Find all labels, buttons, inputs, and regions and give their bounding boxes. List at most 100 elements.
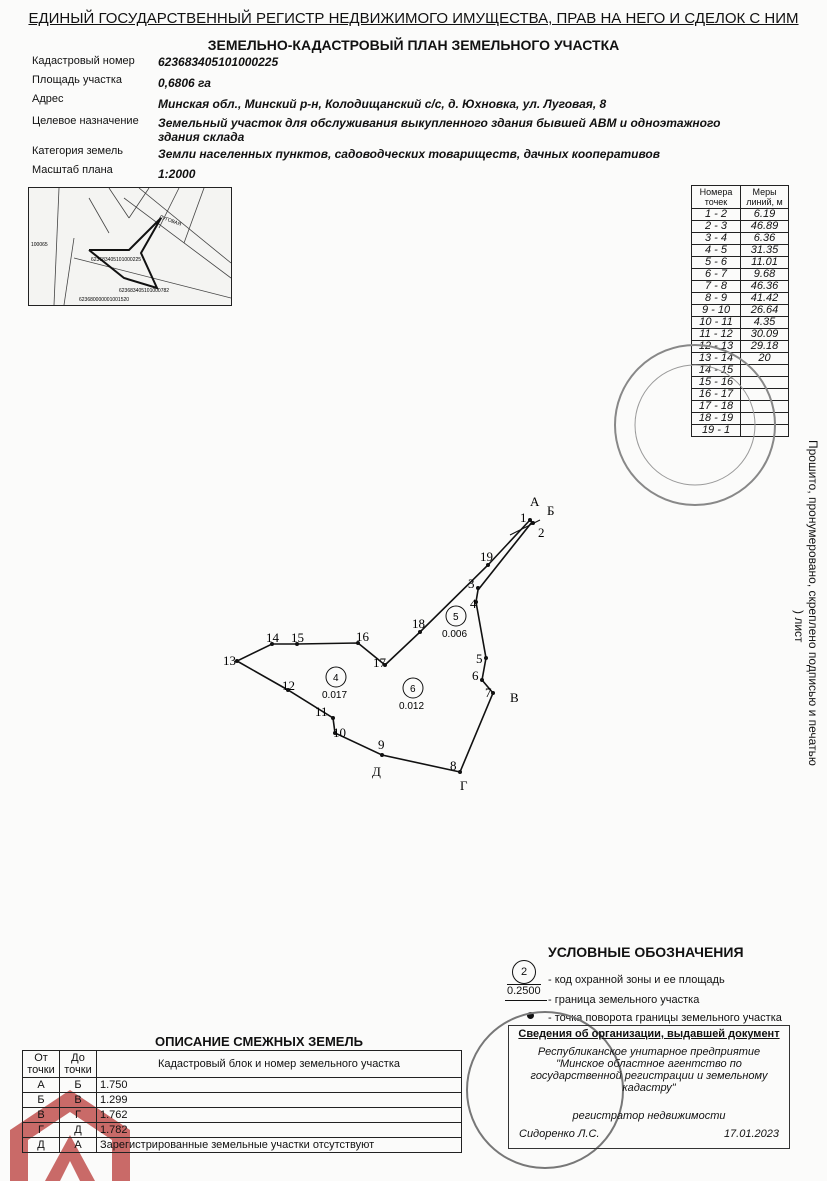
from-point: Б [22, 1092, 60, 1108]
turn-point [528, 518, 532, 522]
registry-stamp [466, 1011, 624, 1169]
purpose-label: Целевое назначение [32, 115, 139, 127]
column-header: До точки [59, 1050, 97, 1078]
zone-area: 0.012 [399, 701, 424, 712]
line-length: 26.64 [740, 304, 789, 317]
hatch-line [509, 519, 541, 536]
line-length: 6.19 [740, 208, 789, 221]
adjacent-parcel: 1.750 [96, 1077, 462, 1093]
turn-point [491, 691, 495, 695]
legend-item-zone: - код охранной зоны и ее площадь [548, 974, 725, 986]
point-label: 12 [282, 678, 295, 693]
area-value: 0,6806 га [158, 76, 211, 90]
issuing-organization: Сведения об организации, выдавшей докуме… [508, 1025, 790, 1149]
protection-zone-marker [402, 677, 424, 699]
certification-text: Прошито, пронумеровано, скреплено подпис… [806, 440, 820, 766]
area-label: Площадь участка [32, 74, 122, 86]
purpose-value: Земельный участок для обслуживания выкуп… [158, 116, 721, 144]
turn-point [295, 642, 299, 646]
table-row: 18 - 19 [690, 412, 789, 425]
turn-point [480, 678, 484, 682]
point-pair: 7 - 8 [690, 280, 742, 293]
scale-value: 1:2000 [158, 167, 196, 181]
point-pair: 5 - 6 [690, 256, 742, 269]
line-length: 9.68 [740, 268, 789, 281]
point-label: 17 [373, 655, 387, 670]
line-length: 46.36 [740, 280, 789, 293]
point-label: 7 [485, 685, 492, 700]
sheets-label: ) лист [792, 610, 806, 643]
address-value: Минская обл., Минский р-н, Колодищанский… [158, 97, 607, 111]
minimap-label: 623683405101000225 [91, 257, 141, 263]
turn-point [270, 642, 274, 646]
turn-point [380, 753, 384, 757]
registrar-position: регистратор недвижимости [572, 1110, 726, 1122]
boundary-letter: Г [460, 778, 468, 793]
zone-code: 6 [410, 684, 416, 695]
to-point: Д [59, 1122, 97, 1138]
point-pair: 10 - 11 [690, 316, 742, 329]
point-label: 10 [333, 725, 346, 740]
protection-zone-marker [445, 605, 467, 627]
line-length: 31.35 [740, 244, 789, 257]
turn-point [383, 663, 387, 667]
legend-item-point: - точка поворота границы земельного учас… [548, 1012, 782, 1024]
boundary-letter: Д [372, 764, 381, 779]
adjacent-lands-title: ОПИСАНИЕ СМЕЖНЫХ ЗЕМЕЛЬ [155, 1034, 363, 1049]
line-length: 30.09 [740, 328, 789, 341]
line-length: 11.01 [740, 256, 789, 269]
point-label: 8 [450, 758, 457, 773]
minimap-label: ЛУГОВАЯ [158, 214, 182, 228]
organization-name: Республиканское унитарное предприятие "М… [530, 1046, 768, 1094]
address-label: Адрес [32, 93, 64, 105]
certification-note: Прошито, пронумеровано, скреплено подпис… [792, 440, 820, 766]
legend-title: УСЛОВНЫЕ ОБОЗНАЧЕНИЯ [548, 944, 744, 960]
point-pair: 2 - 3 [690, 220, 742, 233]
point-label: 6 [472, 668, 479, 683]
from-point: Д [22, 1137, 60, 1153]
point-label: 15 [291, 630, 304, 645]
official-stamp [614, 344, 776, 506]
registry-header: ЕДИНЫЙ ГОСУДАРСТВЕННЫЙ РЕГИСТР НЕДВИЖИМО… [28, 10, 799, 27]
turn-point [286, 688, 290, 692]
document-title: ЗЕМЕЛЬНО-КАДАСТРОВЫЙ ПЛАН ЗЕМЕЛЬНОГО УЧА… [207, 37, 620, 53]
point-label: 5 [476, 651, 483, 666]
legend-item-boundary: - граница земельного участка [548, 994, 700, 1006]
adjacent-parcel: Зарегистрированные земельные участки отс… [96, 1137, 462, 1153]
land-category-value: Земли населенных пунктов, садоводческих … [158, 147, 661, 161]
location-minimap: 100065 623683405101000225 62368340510100… [28, 187, 232, 306]
turn-point [333, 731, 337, 735]
to-point: Г [59, 1107, 97, 1123]
turn-point [356, 641, 360, 645]
adjacent-parcel: 1.762 [96, 1107, 462, 1123]
cadastral-number-value: 623683405101000225 [158, 55, 279, 69]
to-point: В [59, 1092, 97, 1108]
point-label: 1 [520, 510, 527, 525]
turn-point [331, 716, 335, 720]
point-label: 14 [266, 630, 280, 645]
zone-area: 0.017 [322, 690, 347, 701]
point-label: 19 [480, 549, 493, 564]
boundary-letter: В [510, 690, 519, 705]
line-length: 4.35 [740, 316, 789, 329]
cadastral-number-label: Кадастровый номер [32, 55, 135, 67]
minimap-label: 623680000001001520 [79, 297, 129, 303]
column-header: Меры линий, м [740, 185, 789, 209]
point-pair: 1 - 2 [690, 208, 742, 221]
land-category-label: Категория земель [32, 145, 123, 157]
point-label: 18 [412, 616, 425, 631]
minimap-label: 100065 [31, 242, 48, 248]
point-pair: 8 - 9 [690, 292, 742, 305]
turn-point [458, 770, 462, 774]
turn-point [476, 586, 480, 590]
